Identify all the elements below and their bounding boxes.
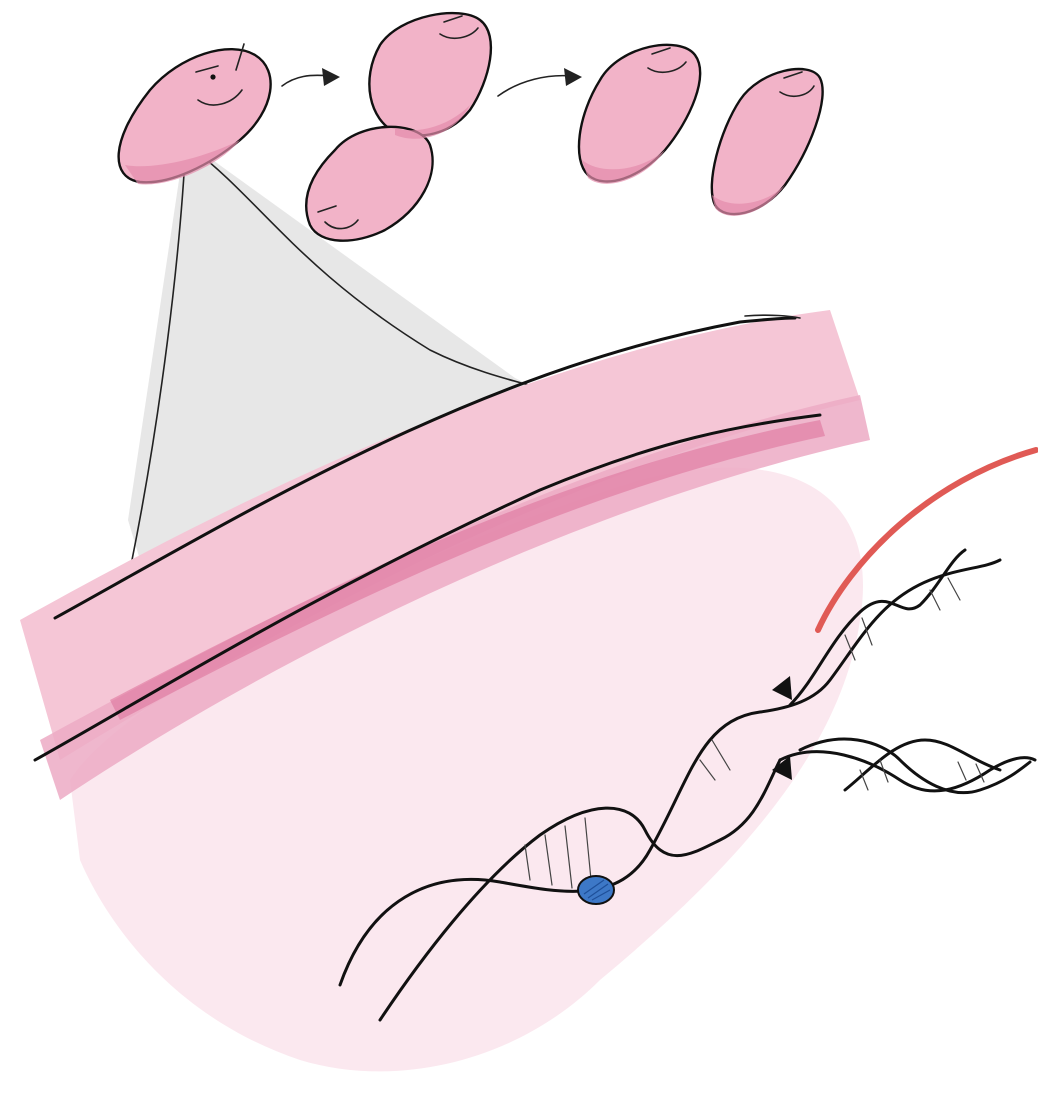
rung (948, 578, 960, 600)
arrow-right-icon-head (564, 68, 582, 86)
division-arrow-1 (282, 68, 340, 86)
bacterium-2-top-body (369, 13, 491, 135)
bacterium-3 (579, 45, 700, 184)
bacterium-2-dividing (306, 13, 491, 241)
arrow-right-icon (282, 75, 330, 86)
division-arrow-2 (498, 68, 582, 96)
arrow-right-icon (498, 76, 572, 96)
bacterium-4 (712, 69, 823, 216)
rung (930, 590, 940, 610)
bacterium-1-eye (210, 74, 215, 79)
rung (958, 762, 966, 780)
arrow-right-icon-head (322, 68, 340, 86)
bacterium-2-bottom-body (306, 127, 432, 241)
bacterium-4-body (712, 69, 823, 214)
blue-dot-marker-icon (578, 876, 614, 904)
bacterium-1 (119, 44, 271, 184)
